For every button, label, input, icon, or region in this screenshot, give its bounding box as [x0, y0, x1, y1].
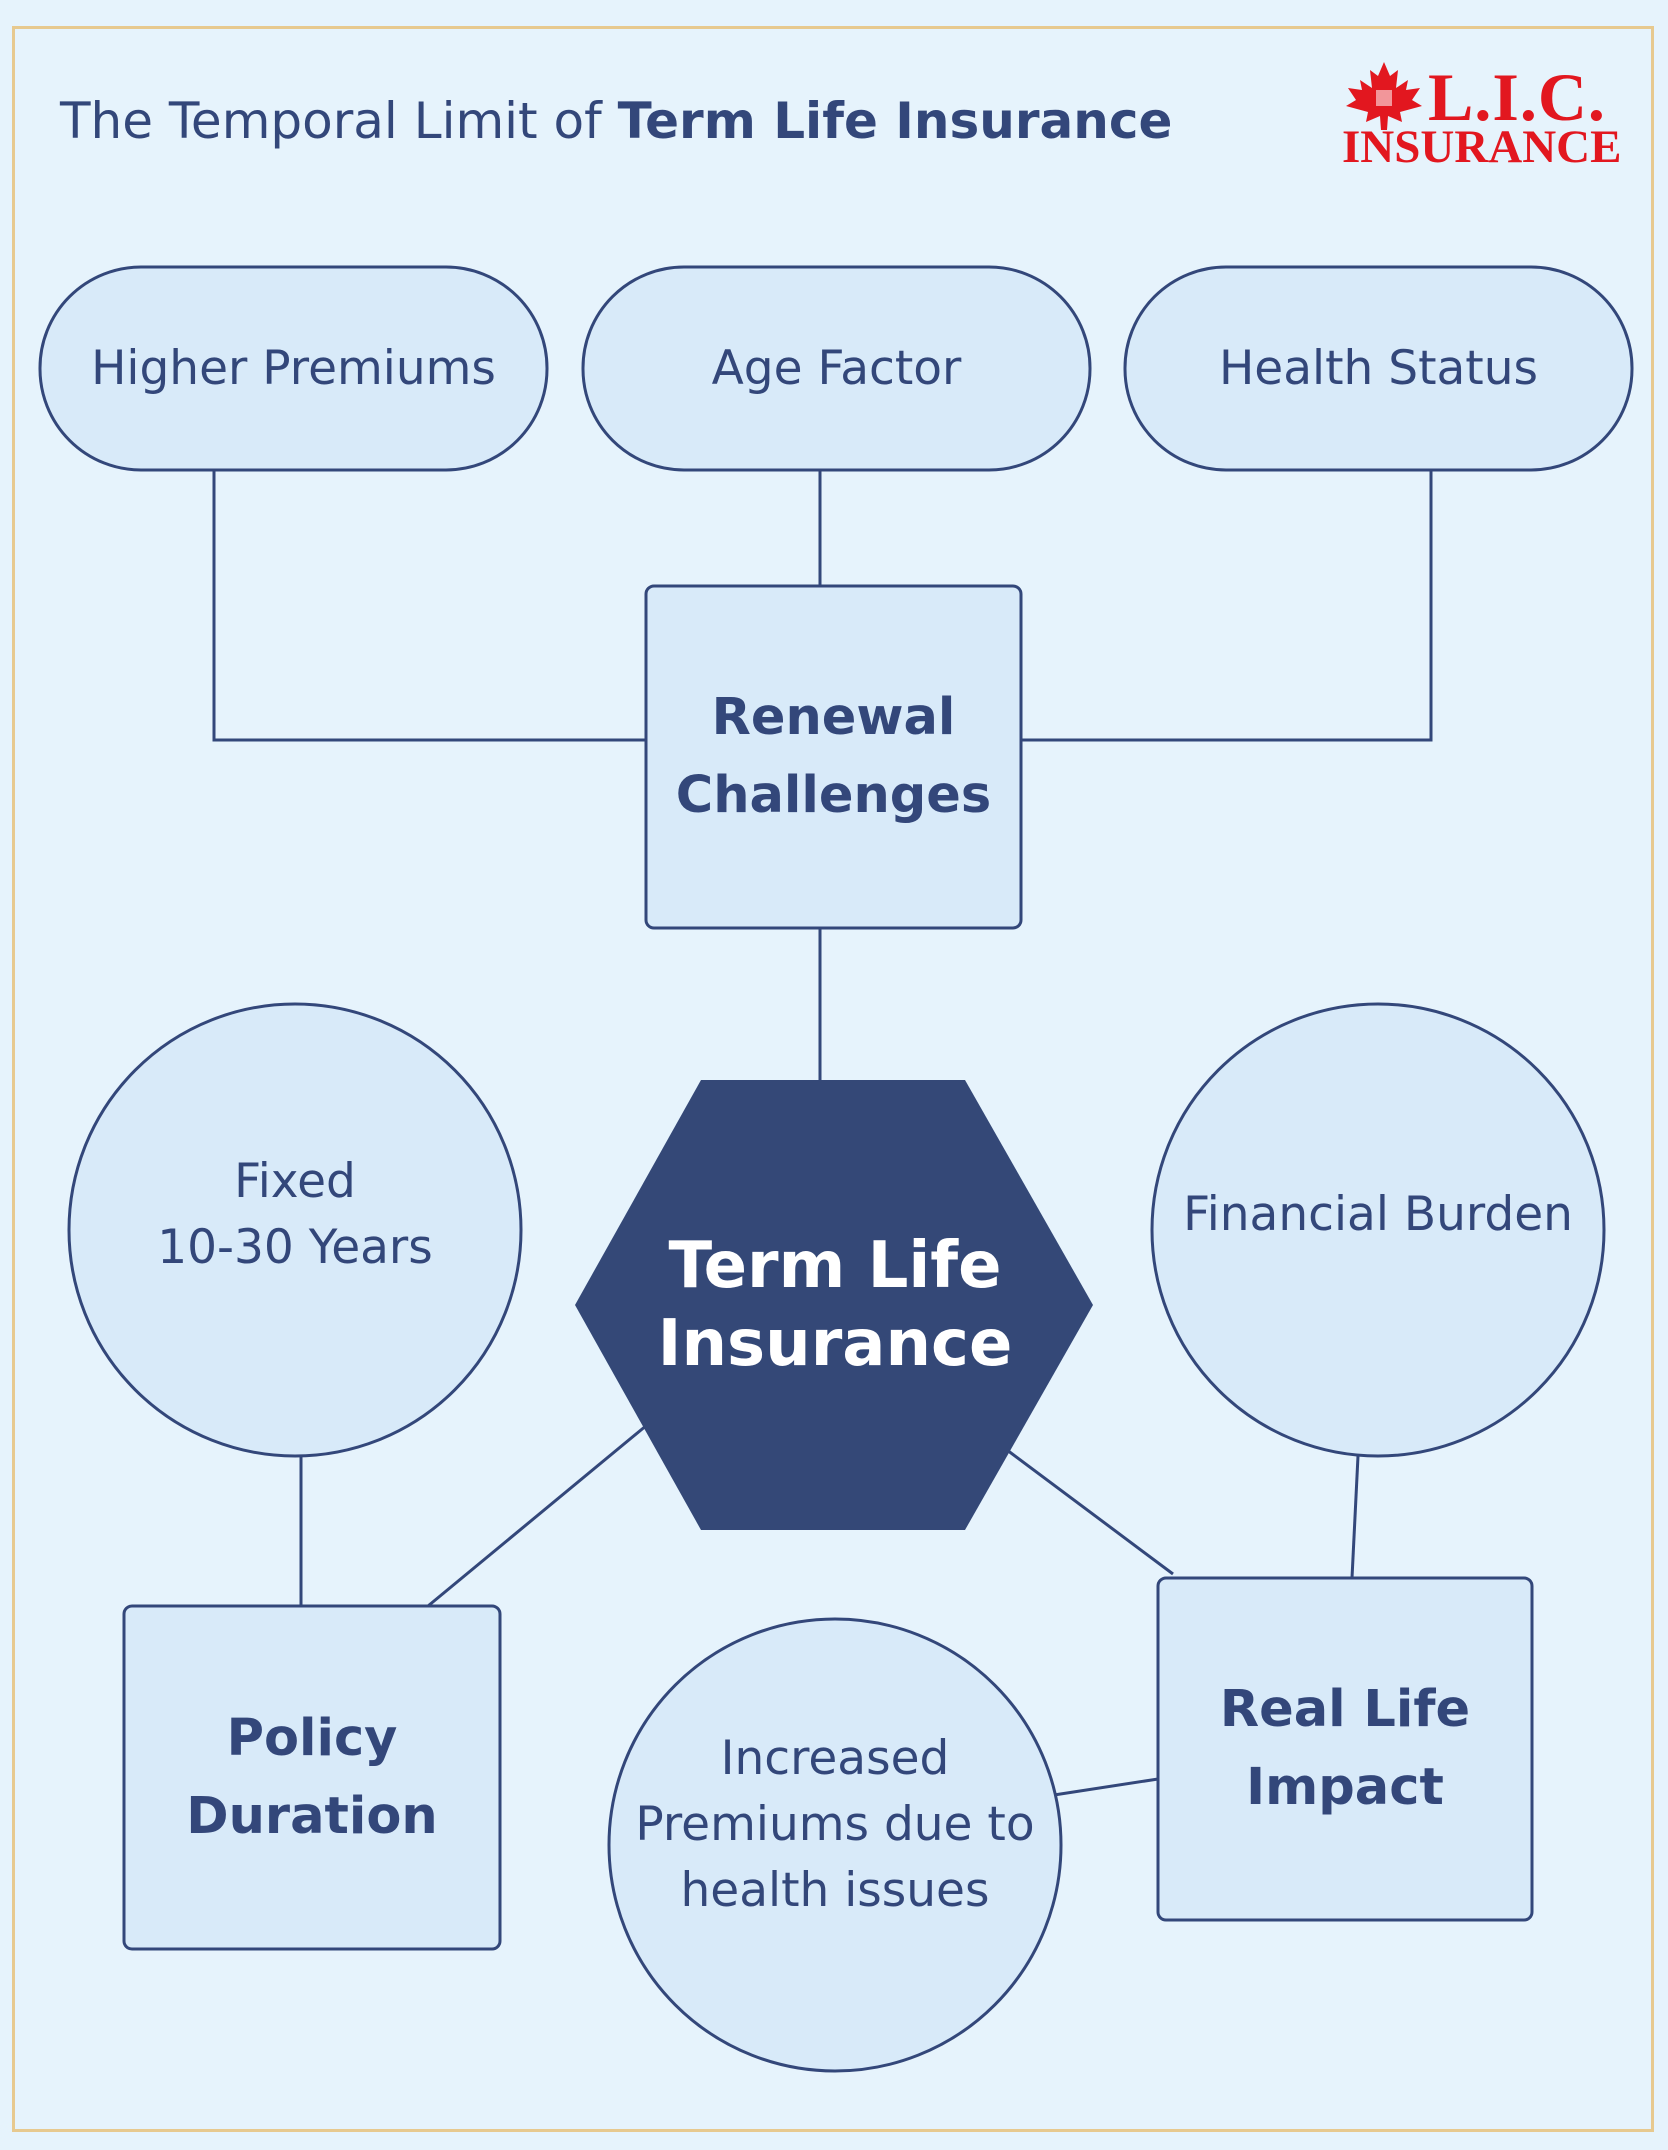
label-policy-duration: Policy Duration	[186, 1708, 438, 1846]
label-age-factor: Age Factor	[711, 340, 962, 396]
label-renewal-challenges: Renewal Challenges	[675, 688, 992, 825]
maple-leaf-icon	[1346, 62, 1422, 130]
title-emphasis: Term Life Insurance	[617, 92, 1173, 150]
node-age-factor	[581, 265, 1092, 472]
node-health-status	[1123, 265, 1634, 472]
connector-higher-premiums	[212, 470, 646, 742]
node-higher-premiums	[38, 265, 549, 472]
label-fixed-years: Fixed 10-30 Years	[157, 1154, 433, 1275]
connector-increased-premiums	[1053, 1777, 1159, 1797]
connector-health-status	[1021, 470, 1433, 742]
connector-center-impact	[1006, 1448, 1174, 1576]
label-financial-burden: Financial Burden	[1183, 1187, 1573, 1242]
node-renewal-challenges	[644, 584, 1023, 930]
logo: L.I.C. INSURANCE	[1342, 58, 1622, 178]
node-real-life-impact	[1156, 1576, 1534, 1922]
page-frame	[12, 26, 1654, 2132]
connector-center-policy	[427, 1423, 648, 1608]
label-term-life-insurance: Term Life Insurance	[657, 1229, 1013, 1381]
label-real-life-impact: Real Life Impact	[1219, 1680, 1471, 1817]
connector-financial-burden	[1350, 1455, 1360, 1579]
node-policy-duration	[122, 1604, 502, 1951]
label-higher-premiums: Higher Premiums	[91, 340, 496, 396]
title-prefix: The Temporal Limit of	[60, 92, 618, 150]
logo-brand: L.I.C.	[1428, 59, 1606, 135]
label-health-status: Health Status	[1218, 340, 1539, 396]
page-title: The Temporal Limit of Term Life Insuranc…	[60, 92, 1172, 150]
label-increased-premiums: Increased Premiums due to health issues	[635, 1731, 1035, 1918]
node-term-life-insurance	[575, 1080, 1093, 1530]
node-increased-premiums	[607, 1617, 1063, 2073]
node-financial-burden	[1150, 1002, 1606, 1458]
logo-subtitle: INSURANCE	[1342, 121, 1622, 173]
node-fixed-years	[67, 1002, 523, 1458]
